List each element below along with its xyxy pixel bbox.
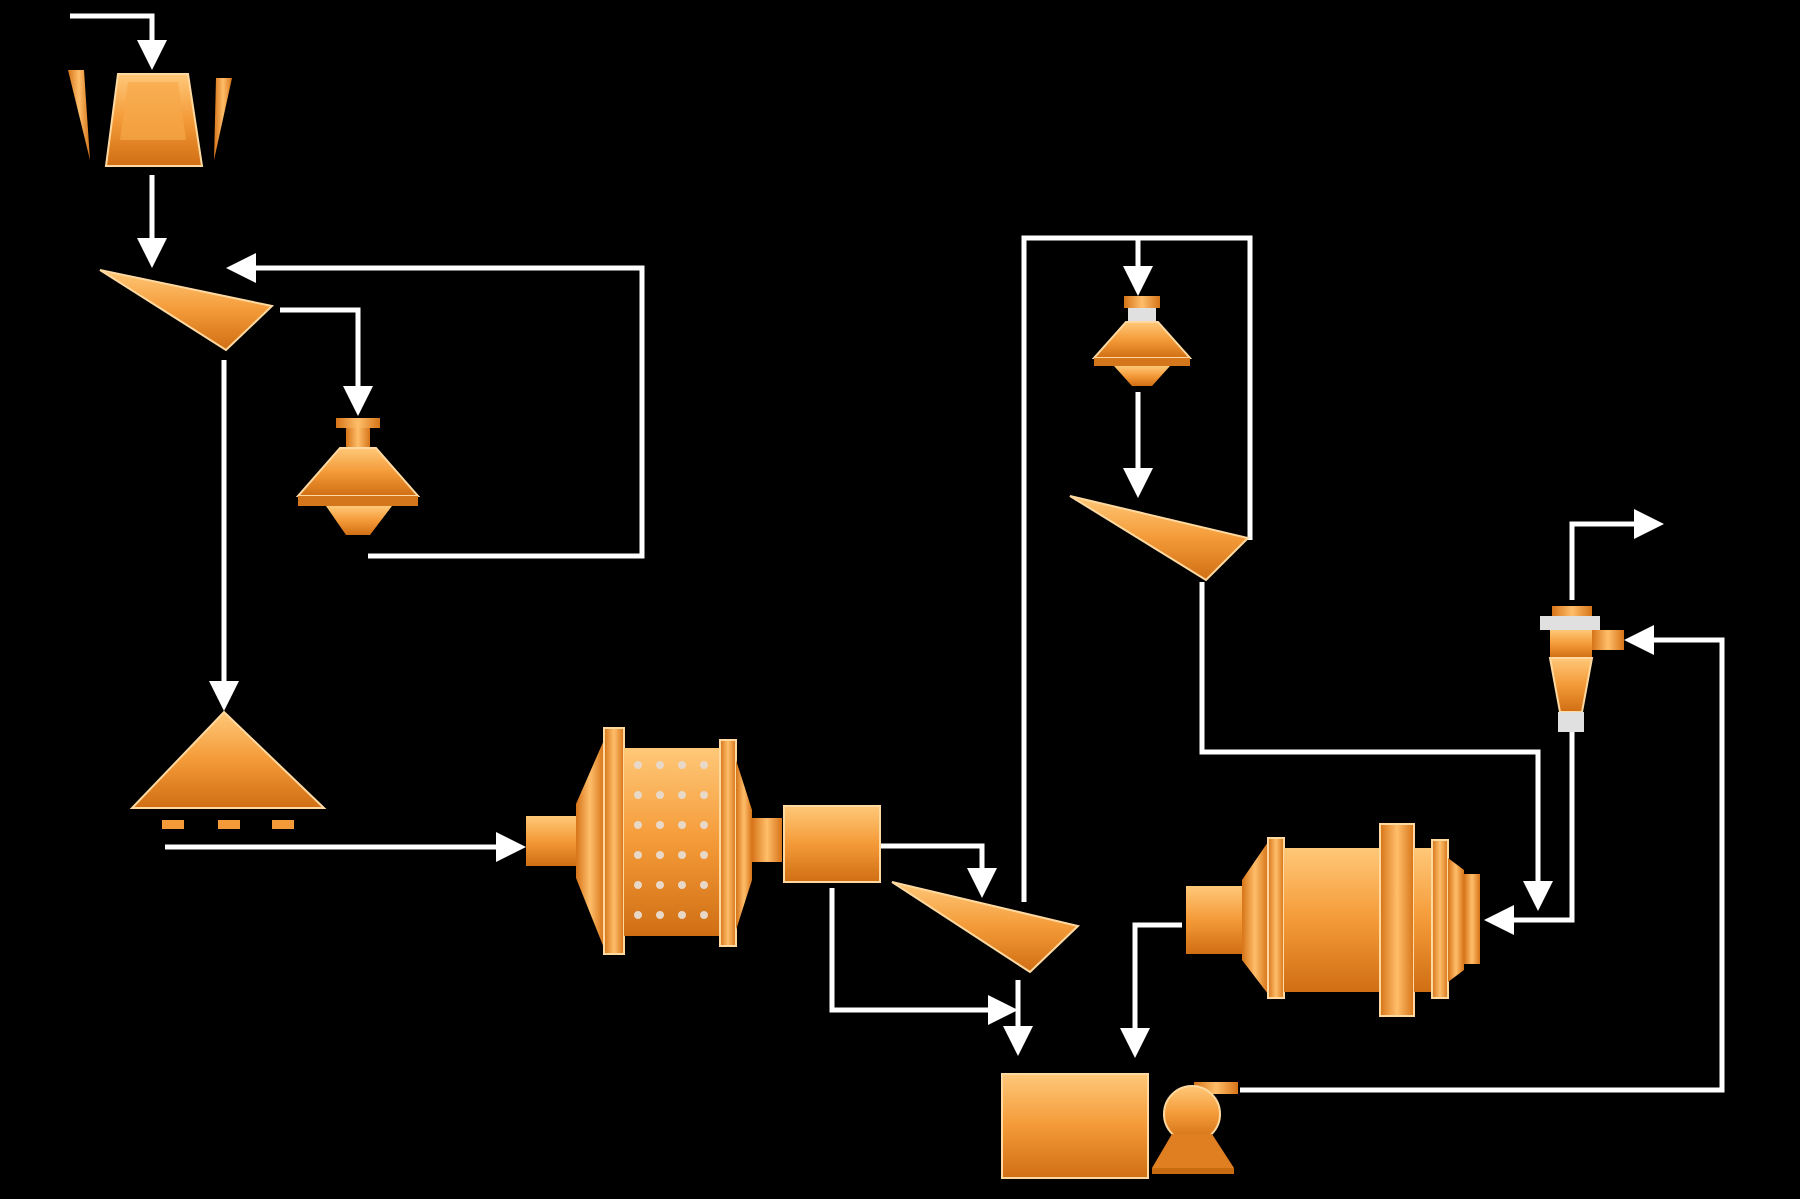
screen1-oversize-line bbox=[280, 307, 373, 416]
pump-box-icon bbox=[1001, 1073, 1149, 1179]
feed-line bbox=[70, 13, 167, 70]
trommel-icon bbox=[783, 805, 881, 883]
jaw-crusher-icon bbox=[68, 70, 232, 167]
cone-crusher-icon bbox=[295, 418, 421, 535]
vibrating-screen-icon bbox=[99, 269, 275, 352]
stockpile-icon bbox=[129, 710, 327, 829]
pump-icon bbox=[1152, 1082, 1238, 1174]
ballmill-discharge-line bbox=[1120, 922, 1182, 1058]
trommel-undersize-line bbox=[829, 888, 1018, 1025]
pump-to-cyclone-line bbox=[1240, 625, 1725, 1093]
vibrating-screen-icon bbox=[891, 881, 1081, 974]
screen3-undersize-line bbox=[1199, 582, 1553, 911]
cone1-recycle-line bbox=[226, 253, 645, 559]
cyclone-underflow-line bbox=[1484, 722, 1575, 935]
sag-mill-icon bbox=[526, 727, 782, 955]
ball-mill-icon bbox=[1186, 823, 1480, 1017]
trommel-to-screen2-line bbox=[880, 843, 997, 898]
cyclone-overflow-line bbox=[1569, 509, 1664, 600]
vibrating-screen-icon bbox=[1069, 495, 1250, 582]
cone-crusher-icon bbox=[1091, 296, 1193, 386]
hydrocyclone-icon bbox=[1540, 606, 1624, 732]
flow-lines bbox=[70, 13, 1725, 1093]
